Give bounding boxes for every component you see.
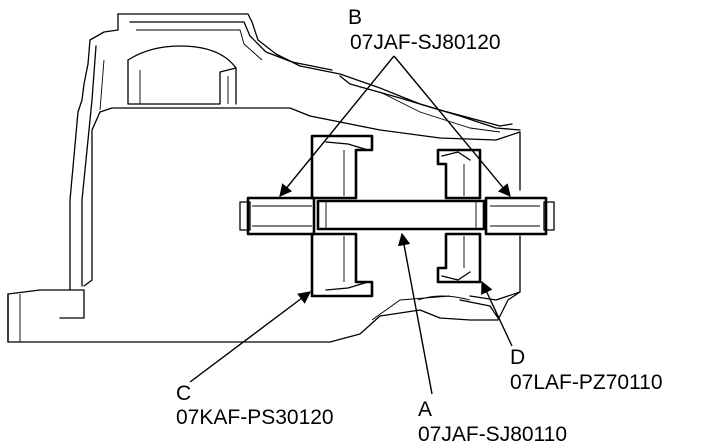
- transmission-housing: [7, 13, 521, 343]
- leader-b-right: [393, 55, 511, 197]
- leader-b-left: [279, 55, 395, 197]
- callout-b: B 07JAF-SJ80120: [348, 6, 501, 54]
- callout-d: D 07LAF-PZ70110: [510, 346, 663, 394]
- leader-a: [397, 232, 433, 395]
- callout-b-part: 07JAF-SJ80120: [350, 31, 501, 54]
- leader-c: [189, 291, 312, 383]
- driver-shaft: [316, 199, 486, 231]
- callout-c: C 07KAF-PS30120: [176, 382, 334, 429]
- attachment-right: [436, 148, 482, 284]
- leader-lines: [189, 55, 513, 395]
- attachment-left: [310, 134, 374, 298]
- callout-c-letter: C: [176, 382, 191, 405]
- leader-d: [481, 280, 513, 347]
- callout-b-letter: B: [348, 6, 362, 29]
- callout-d-letter: D: [510, 346, 525, 369]
- driver-handle-right: [484, 196, 555, 236]
- callout-a-part: 07JAF-SJ80110: [418, 423, 567, 446]
- callout-a-letter: A: [418, 398, 432, 421]
- callout-d-part: 07LAF-PZ70110: [510, 371, 663, 394]
- driver-handle-left: [239, 196, 316, 236]
- callout-c-part: 07KAF-PS30120: [176, 406, 334, 429]
- callout-a: A 07JAF-SJ80110: [418, 398, 567, 446]
